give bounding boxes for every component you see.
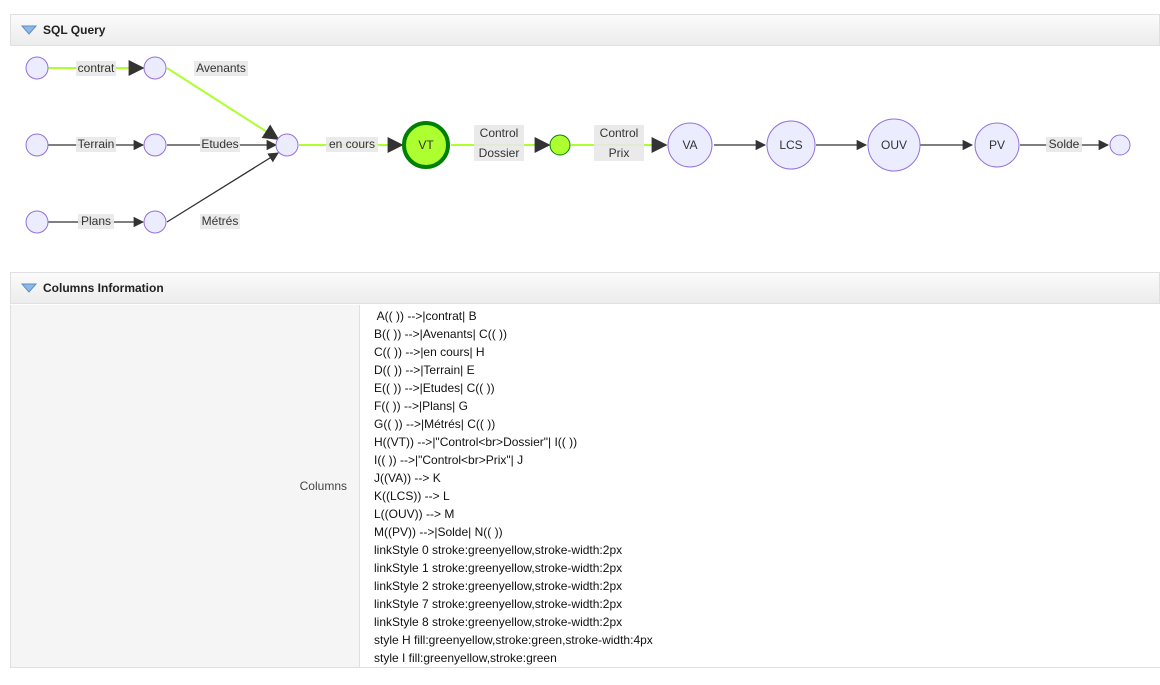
edge-label-control-dossier: Control Dossier [474,125,524,161]
column-line: K((LCS)) --> L [374,489,450,503]
edge-label-contrat: contrat [76,61,116,76]
collapse-triangle-icon [21,283,37,293]
columns-table: Columns A(( )) -->|contrat| B B(( )) -->… [10,305,1160,668]
svg-text:Control: Control [600,126,639,140]
edge-label-metres: Métrés [200,214,240,229]
svg-text:LCS: LCS [779,138,802,152]
column-line: J((VA)) --> K [374,471,441,485]
node-n [1109,134,1131,156]
svg-text:contrat: contrat [78,61,115,75]
column-line: H((VT)) -->|"Control<br>Dossier"| I(( )) [374,435,578,449]
svg-text:Solde: Solde [1049,137,1080,151]
svg-text:Avenants: Avenants [196,61,246,75]
column-line: linkStyle 2 stroke:greenyellow,stroke-wi… [374,579,623,593]
flowchart-diagram: contrat Avenants en cours Terrain Etudes… [25,56,1131,234]
edge-b-c [166,67,280,140]
column-line: linkStyle 7 stroke:greenyellow,stroke-wi… [374,597,623,611]
node-h: VT [402,121,450,169]
edge-label-control-prix: Control Prix [594,125,644,161]
column-line: L((OUV)) --> M [374,507,455,521]
svg-text:Métrés: Métrés [202,214,239,228]
svg-text:en cours: en cours [329,137,375,151]
column-line: M((PV)) -->|Solde| N(( )) [374,525,503,539]
svg-text:VA: VA [682,138,697,152]
edge-label-solde: Solde [1046,137,1082,152]
svg-text:OUV: OUV [881,138,907,152]
columns-label: Columns [299,479,347,493]
svg-text:Dossier: Dossier [479,146,520,160]
node-e [143,133,167,157]
node-m: PV [974,122,1020,168]
columns-value-cell: A(( )) -->|contrat| B B(( )) -->|Avenant… [360,305,1160,667]
edge-label-terrain: Terrain [76,137,116,152]
node-c [275,133,299,157]
node-g [143,210,167,234]
edge-label-plans: Plans [78,214,114,229]
column-line: B(( )) -->|Avenants| C(( )) [374,327,508,341]
column-line: linkStyle 1 stroke:greenyellow,stroke-wi… [374,561,623,575]
column-line: I(( )) -->|"Control<br>Prix"| J [374,453,524,467]
node-d [25,133,49,157]
column-line: C(( )) -->|en cours| H [374,345,485,359]
svg-text:Etudes: Etudes [201,137,238,151]
sql-query-panel-header[interactable]: SQL Query [10,14,1160,46]
node-a [25,56,49,80]
sql-query-title: SQL Query [43,23,106,37]
column-line: style I fill:greenyellow,stroke:green [374,651,557,665]
edge-g-c [166,152,279,223]
column-line: E(( )) -->|Etudes| C(( )) [374,381,495,395]
svg-text:Plans: Plans [81,214,111,228]
svg-text:VT: VT [418,138,434,152]
node-k: LCS [766,120,816,170]
column-line: G(( )) -->|Métrés| C(( )) [374,417,496,431]
svg-text:PV: PV [989,138,1005,152]
column-line: linkStyle 8 stroke:greenyellow,stroke-wi… [374,615,623,629]
columns-label-cell: Columns [11,305,360,667]
column-line: F(( )) -->|Plans| G [374,399,468,413]
node-j: VA [667,122,713,168]
edge-label-en-cours: en cours [326,137,378,152]
edge-label-etudes: Etudes [200,137,240,152]
svg-text:Control: Control [480,126,519,140]
edge-label-avenants: Avenants [194,61,248,76]
svg-text:Prix: Prix [609,146,630,160]
collapse-triangle-icon [21,25,37,35]
column-line: style H fill:greenyellow,stroke:green,st… [374,633,653,647]
node-b [143,56,167,80]
svg-text:Terrain: Terrain [78,137,115,151]
column-line: linkStyle 0 stroke:greenyellow,stroke-wi… [374,543,623,557]
columns-info-title: Columns Information [43,281,164,295]
node-l: OUV [867,118,921,172]
column-line: D(( )) -->|Terrain| E [374,363,475,377]
column-line: A(( )) -->|contrat| B [374,309,477,323]
node-f [25,210,49,234]
node-i [549,134,571,156]
columns-info-panel-header[interactable]: Columns Information [10,272,1160,304]
